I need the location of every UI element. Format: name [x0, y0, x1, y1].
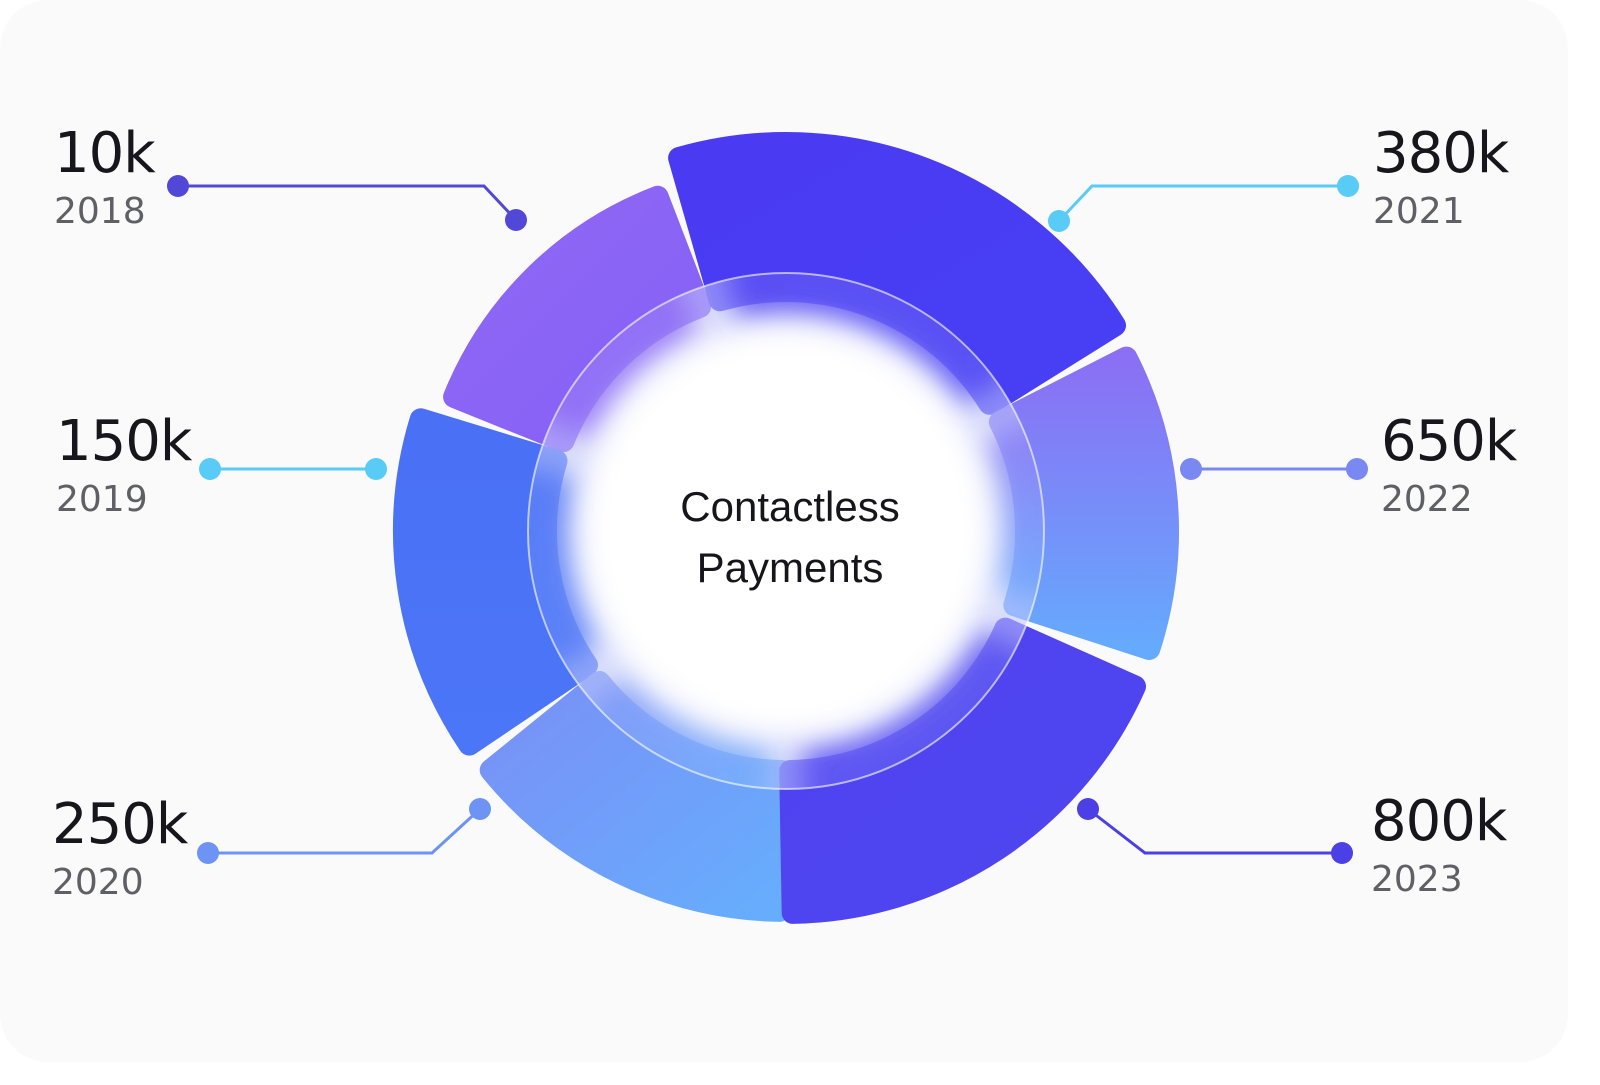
connector-dot-2019-inner: [365, 458, 387, 480]
glass-bleed-2021: [718, 273, 1032, 408]
connector-line-2021: [1057, 184, 1348, 223]
connector-dot-2023-outer: [1331, 842, 1353, 864]
value-label-2019: 150k: [56, 409, 192, 474]
value-label-2020: 250k: [52, 792, 188, 857]
glass-rim: [527, 272, 1045, 790]
connector-line-2023: [1087, 807, 1342, 855]
connector-dot-2022-inner: [1346, 458, 1368, 480]
connector-dot-2021-inner: [1048, 210, 1070, 232]
center-glass-disc: [527, 272, 1045, 790]
label-2022: 650k 2022: [1381, 409, 1517, 520]
year-label-2023: 2023: [1371, 859, 1463, 900]
connector-dot-2018-inner: [505, 209, 527, 231]
connector-line-2018: [178, 184, 518, 222]
chart-card: 10k 2018 150k 2019 250k 2020 380k 2021 6…: [52, 121, 1518, 924]
label-2021: 380k 2021: [1373, 121, 1509, 232]
chart-title: Contactless Payments: [640, 476, 940, 598]
year-label-2022: 2022: [1381, 479, 1473, 520]
label-connectors: [167, 175, 1368, 864]
value-label-2021: 380k: [1373, 121, 1509, 186]
connector-dot-2018-outer: [167, 175, 189, 197]
glass-bleed-2020: [563, 674, 771, 789]
label-2018: 10k 2018: [54, 121, 156, 232]
connector-line-2020: [208, 807, 482, 855]
connector-dot-2020-outer: [197, 842, 219, 864]
value-label-2023: 800k: [1371, 789, 1507, 854]
label-2023: 800k 2023: [1371, 789, 1507, 900]
connector-dot-2021-outer: [1337, 175, 1359, 197]
glass-core: [581, 326, 991, 736]
year-label-2020: 2020: [52, 862, 144, 903]
chart-title-line-2: Payments: [696, 544, 884, 591]
donut-chart: [167, 132, 1368, 924]
year-label-2019: 2019: [56, 479, 148, 520]
value-label-2018: 10k: [54, 121, 156, 186]
connector-dot-2020-inner: [469, 798, 491, 820]
value-label-2022: 650k: [1381, 409, 1517, 474]
label-2019: 150k 2019: [56, 409, 192, 520]
year-label-2021: 2021: [1373, 191, 1465, 232]
chart-title-line-1: Contactless: [680, 483, 900, 530]
connector-dot-2023-inner: [1077, 798, 1099, 820]
label-2020: 250k 2020: [52, 792, 188, 903]
glass-bleed-2022: [982, 409, 1044, 609]
year-label-2018: 2018: [54, 191, 146, 232]
connector-dot-2019-outer: [199, 458, 221, 480]
connector-dot-2022-outer: [1180, 458, 1202, 480]
glass-bleed-2019: [528, 458, 602, 686]
